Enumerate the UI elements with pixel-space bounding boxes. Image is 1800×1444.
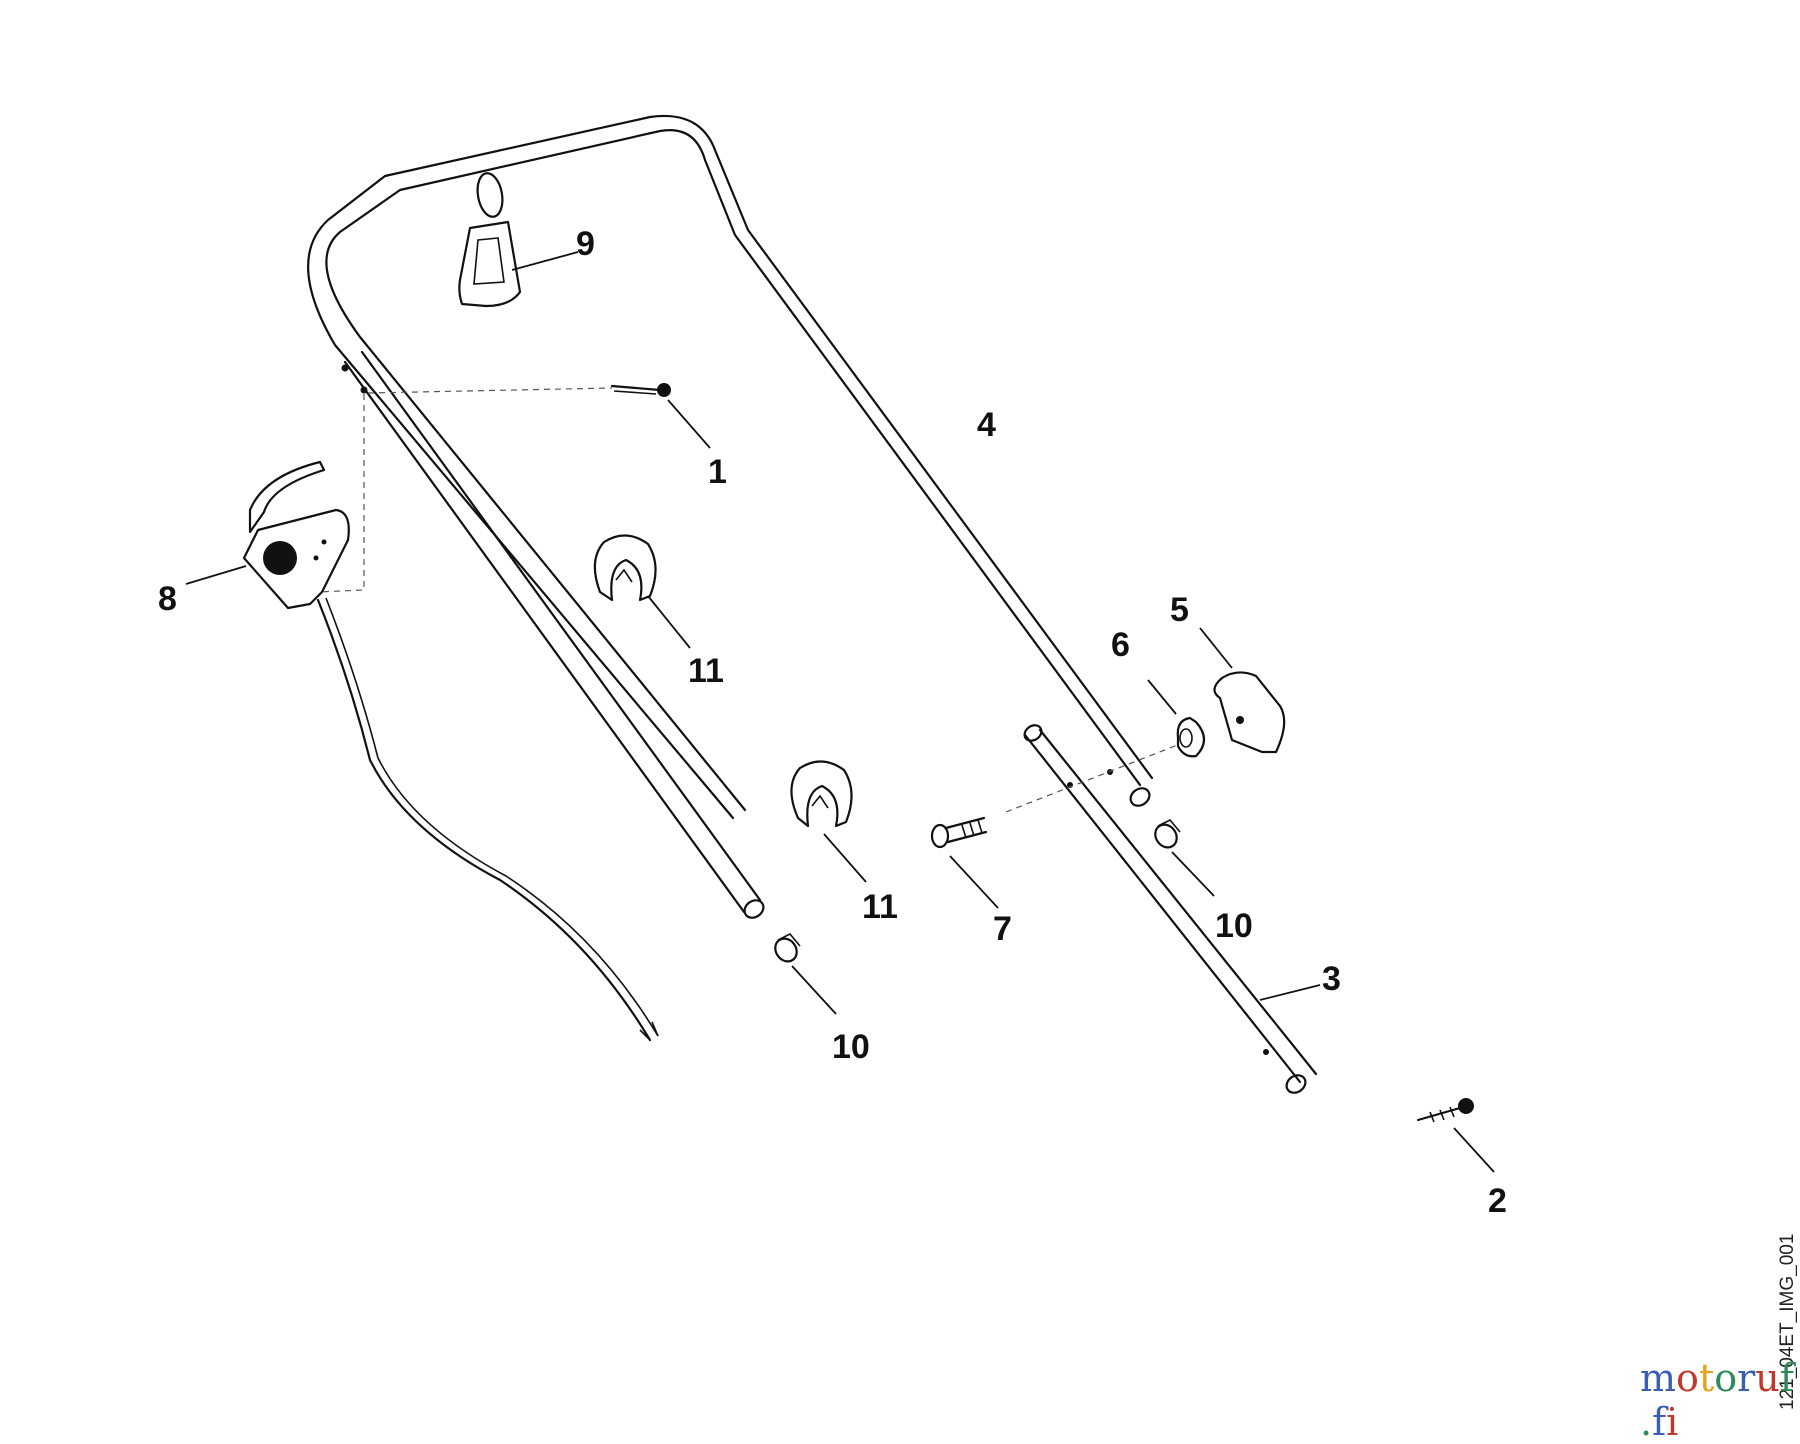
washer-part-6 xyxy=(1147,679,1206,758)
callout-11-upper: 11 xyxy=(688,652,724,690)
watermark-logo: motoruf.fi xyxy=(1640,1356,1800,1444)
end-plug-part-10-lower xyxy=(774,933,837,1015)
watermark-letter: f xyxy=(1779,1356,1794,1400)
callout-2: 2 xyxy=(1488,1182,1507,1220)
callout-6: 6 xyxy=(1111,626,1130,664)
watermark-letter: r xyxy=(1737,1356,1756,1400)
callout-10-upper: 10 xyxy=(1215,907,1253,945)
watermark-letter: u xyxy=(1755,1356,1780,1400)
watermark-letter: f xyxy=(1652,1400,1667,1444)
watermark-letter: o xyxy=(1676,1356,1699,1400)
callout-11-lower: 11 xyxy=(862,888,898,926)
upper-handle-left-leg xyxy=(343,350,762,914)
callout-4: 4 xyxy=(977,406,996,444)
callout-5: 5 xyxy=(1170,591,1189,629)
callout-7: 7 xyxy=(993,910,1012,948)
screw-part-2 xyxy=(1416,1098,1495,1173)
cable-clip-part-11-lower xyxy=(790,760,867,883)
upper-handle-part-4 xyxy=(307,114,1154,919)
watermark-letter: m xyxy=(1640,1356,1677,1400)
callout-3: 3 xyxy=(1322,960,1341,998)
watermark-letter: t xyxy=(1698,1356,1715,1400)
switch-box-part-8 xyxy=(185,394,659,1042)
lower-handle-part-3 xyxy=(1023,724,1321,1094)
bolt-part-7 xyxy=(930,743,1181,909)
callout-9: 9 xyxy=(576,225,595,263)
cable-clip-part-11-upper xyxy=(593,534,691,649)
end-plug-part-10-upper xyxy=(1154,819,1215,897)
cable-clip-part-9 xyxy=(458,172,579,308)
callout-8: 8 xyxy=(158,580,177,618)
watermark-letter: i xyxy=(1666,1400,1679,1444)
image-code-label: 121_04ET_IMG_001 xyxy=(1777,1234,1798,1410)
knob-part-5 xyxy=(1199,627,1286,754)
callout-10-lower: 10 xyxy=(832,1028,870,1066)
screw-part-1 xyxy=(367,383,711,449)
watermark-letter: . xyxy=(1640,1400,1653,1444)
watermark-letter: o xyxy=(1714,1356,1738,1400)
callout-1: 1 xyxy=(708,453,727,491)
